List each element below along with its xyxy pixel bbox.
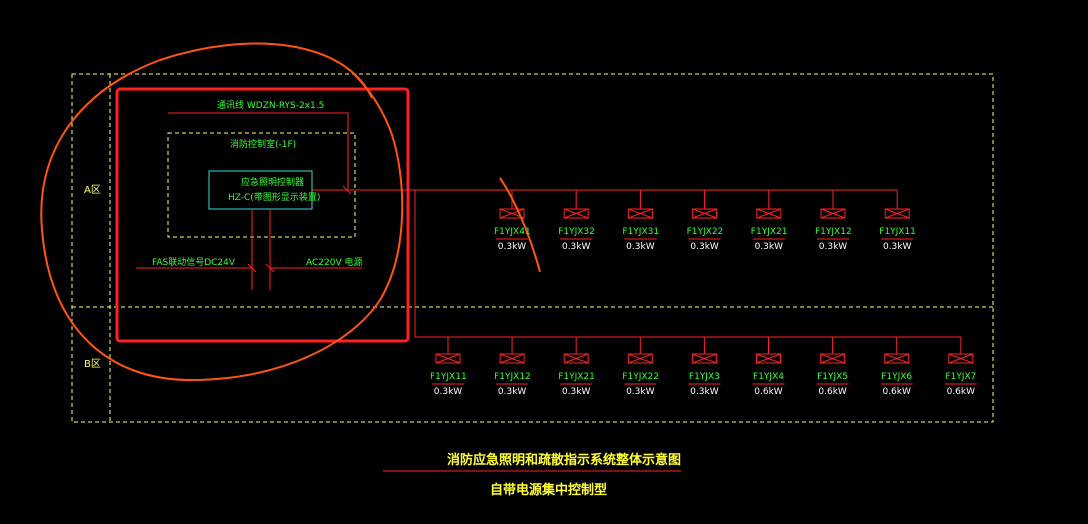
annotation-stroke <box>499 177 541 273</box>
distribution-box-power: 0.3kW <box>690 387 719 397</box>
comm-cable-line <box>168 112 349 190</box>
diagram-title: 消防应急照明和疏散指示系统整体示意图 <box>447 453 682 468</box>
zone-b-label: B区 <box>84 359 101 370</box>
distribution-box-cross <box>435 353 461 364</box>
distribution-box-cross <box>820 353 845 364</box>
distribution-box-cross <box>499 353 525 364</box>
distribution-box-id: F1YJX11 <box>430 372 467 382</box>
distribution-box-id: F1YJX11 <box>879 227 916 237</box>
tick-1 <box>342 185 352 195</box>
distribution-box-power: 0.3kW <box>882 242 912 252</box>
distribution-box-power: 0.3kW <box>497 387 527 397</box>
distribution-box-cross <box>564 353 589 364</box>
distribution-box-symbol <box>948 353 974 364</box>
controller-name: 应急照明控制器 <box>241 178 305 188</box>
distribution-box-cross <box>884 353 909 364</box>
distribution-box-cross <box>628 208 653 219</box>
distribution-box-id: F1YJX4 <box>753 372 784 382</box>
tick-2 <box>247 263 257 273</box>
distribution-box-symbol <box>627 208 653 219</box>
tick-3 <box>265 263 275 273</box>
distribution-box-id: F1YJX5 <box>817 372 849 382</box>
distribution-box-cross <box>756 208 781 219</box>
distribution-box-symbol <box>691 353 717 364</box>
distribution-box-symbol <box>627 353 653 364</box>
annotation-circle <box>40 42 404 382</box>
distribution-box-power: 0.6kW <box>882 387 911 397</box>
distribution-box-id: F1YJX7 <box>945 372 977 382</box>
distribution-box-symbol <box>884 208 910 219</box>
distribution-box-symbol <box>692 208 718 219</box>
control-room-frame <box>167 132 356 238</box>
diagram-subtitle: 自带电源集中控制型 <box>490 483 608 498</box>
distribution-box-symbol <box>820 353 846 364</box>
distribution-box-cross <box>628 353 653 364</box>
distribution-box-power: 0.3kW <box>690 242 719 252</box>
distribution-box-power: 0.6kW <box>946 387 976 397</box>
distribution-box-symbol <box>563 208 589 219</box>
comm-cable-label: 通讯线 WDZN-RYS-2x1.5 <box>217 101 325 111</box>
controller-model: HZ-C(带图形显示装置) <box>228 193 321 203</box>
distribution-box-power: 0.3kW <box>497 242 527 252</box>
distribution-box-id: F1YJX41 <box>494 227 531 237</box>
distribution-box-cross <box>499 208 525 219</box>
distribution-box-power: 0.3kW <box>754 242 784 252</box>
distribution-box-power: 0.6kW <box>754 387 783 397</box>
distribution-box-symbol <box>756 208 782 219</box>
distribution-box-power: 0.3kW <box>561 387 591 397</box>
distribution-box-cross <box>948 353 973 364</box>
distribution-box-id: F1YJX21 <box>558 372 595 382</box>
distribution-box-power: 0.3kW <box>626 387 655 397</box>
distribution-box-id: F1YJX22 <box>686 227 724 237</box>
distribution-box-symbol <box>884 353 910 364</box>
wiring <box>136 112 961 338</box>
distribution-box-cross <box>820 208 846 219</box>
distribution-box-symbol <box>435 353 461 364</box>
distribution-box-power: 0.3kW <box>626 242 655 252</box>
controller-box <box>208 170 313 210</box>
outer-frame <box>71 73 994 423</box>
distribution-box-id: F1YJX6 <box>881 372 913 382</box>
distribution-box-power: 0.3kW <box>433 387 463 397</box>
highlight-rectangle <box>115 87 410 343</box>
distribution-box-cross <box>692 208 717 219</box>
distribution-box-symbol <box>499 208 525 219</box>
distribution-box-id: F1YJX12 <box>494 372 531 382</box>
distribution-box-power: 0.3kW <box>818 242 848 252</box>
control-room-label: 消防控制室(-1F) <box>230 140 297 150</box>
fas-signal-label: FAS联动信号DC24V <box>152 258 236 268</box>
power-supply-label: AC220V 电源 <box>306 258 363 268</box>
distribution-box-id: F1YJX31 <box>622 227 660 237</box>
row-b-symbols <box>432 337 977 385</box>
distribution-box-id: F1YJX22 <box>622 372 659 382</box>
distribution-box-power: 0.6kW <box>818 387 847 397</box>
zone-a-label: A区 <box>84 185 101 196</box>
distribution-box-symbol <box>563 353 589 364</box>
distribution-box-cross <box>692 353 717 364</box>
distribution-box-symbol <box>820 208 846 219</box>
distribution-box-symbol <box>756 353 781 364</box>
row-a-symbols <box>496 190 914 240</box>
distribution-box-cross <box>564 208 589 219</box>
distribution-box-symbol <box>499 353 525 364</box>
distribution-box-power: 0.3kW <box>561 242 591 252</box>
distribution-box-cross <box>756 353 781 364</box>
distribution-box-id: F1YJX21 <box>750 227 788 237</box>
zone-frame <box>71 73 994 423</box>
distribution-box-cross <box>885 208 910 219</box>
distribution-box-id: F1YJX12 <box>815 227 852 237</box>
distribution-box-id: F1YJX32 <box>558 227 595 237</box>
distribution-box-id: F1YJX3 <box>688 372 720 382</box>
